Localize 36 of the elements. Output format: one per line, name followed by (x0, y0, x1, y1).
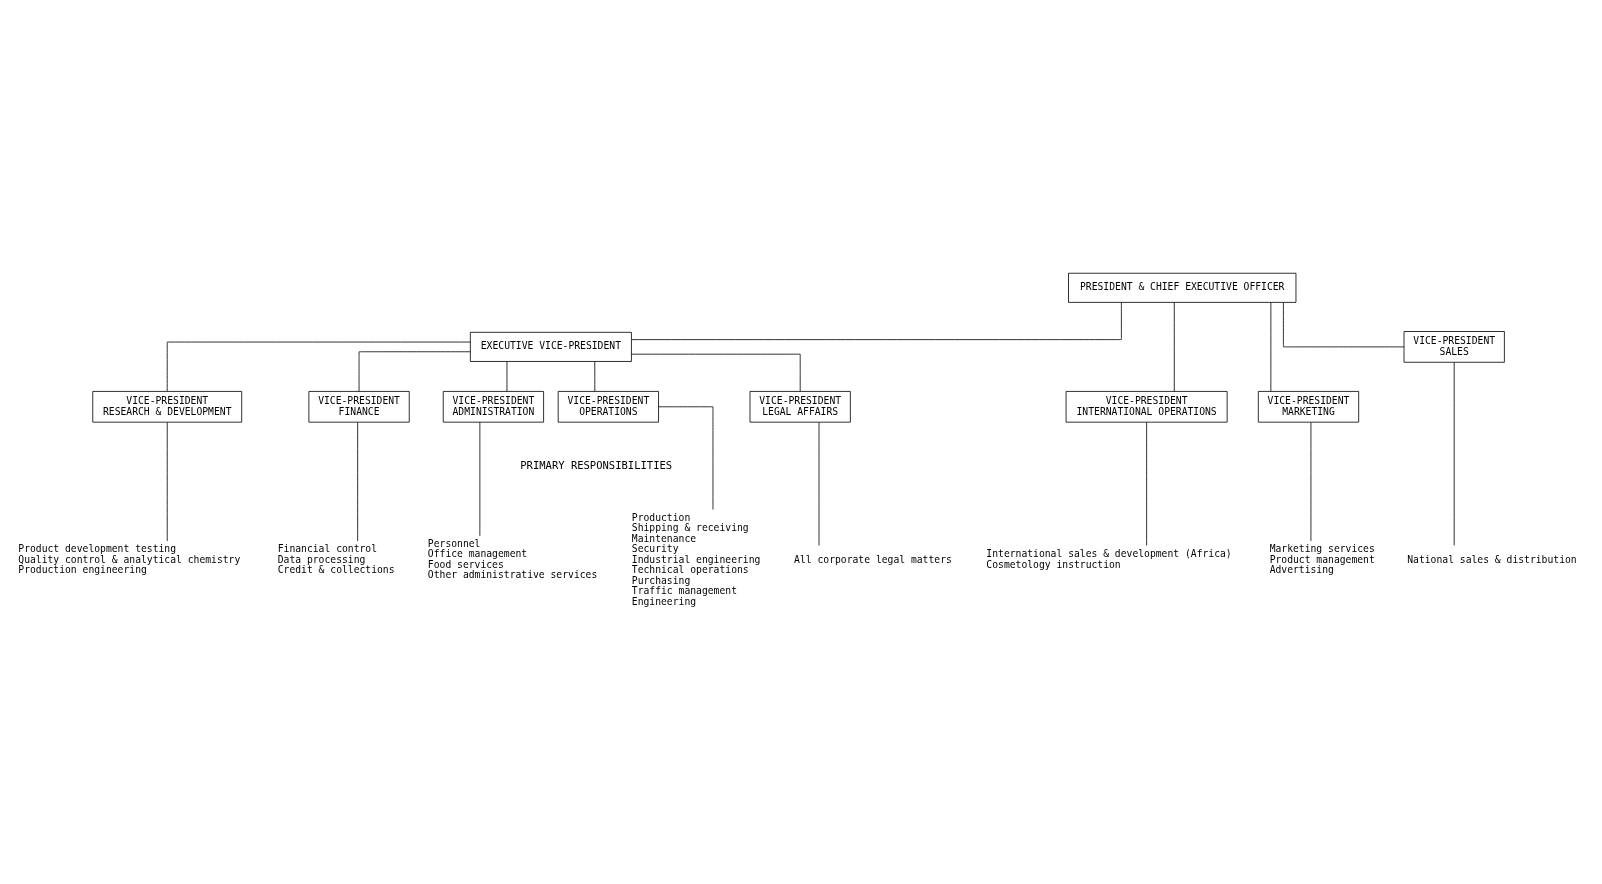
connector (1173, 302, 1175, 392)
node-text: International sales & development (Africa) Cosmetology instruction (986, 548, 1232, 570)
connector (357, 421, 359, 542)
node-text: Personnel Office management Food services Other administrative services (427, 537, 598, 581)
connector (1453, 362, 1455, 546)
connector (631, 353, 801, 392)
node-box: VICE-PRESIDENT INTERNATIONAL OPERATIONS (1065, 391, 1228, 423)
connector (818, 421, 820, 546)
node-box: VICE-PRESIDENT LEGAL AFFAIRS (749, 391, 851, 423)
node-text: Financial control Data processing Credit & collections (277, 543, 395, 576)
node-box: VICE-PRESIDENT FINANCE (308, 391, 410, 423)
node-text: Product development testing Quality control & analytical chemistry Production engineering (18, 543, 241, 576)
connector (166, 341, 471, 392)
connector (506, 361, 508, 392)
connector (658, 406, 714, 510)
node-box: VICE-PRESIDENT OPERATIONS (557, 391, 659, 423)
connector (1283, 302, 1405, 348)
node-text: All corporate legal matters (794, 553, 952, 565)
node-text: Marketing services Product management Advertising (1269, 543, 1375, 576)
connector (1310, 421, 1312, 542)
node-box: VICE-PRESIDENT ADMINISTRATION (442, 391, 544, 423)
connector (594, 361, 596, 392)
node-text: Production Shipping & receiving Maintenance Security Industrial engineering Technical operations Purchasing Traffic management Engineering (631, 511, 761, 607)
node-box: EXECUTIVE VICE-PRESIDENT (469, 331, 632, 362)
node-box: PRESIDENT & CHIEF EXECUTIVE OFFICER (1068, 272, 1297, 303)
connector (479, 421, 481, 537)
node-box: VICE-PRESIDENT MARKETING (1257, 391, 1360, 423)
connector (358, 351, 471, 392)
connector (1146, 421, 1148, 546)
connector (1270, 302, 1272, 392)
node-box: VICE-PRESIDENT RESEARCH & DEVELOPMENT (92, 391, 243, 423)
connector (631, 302, 1122, 340)
label: PRIMARY RESPONSIBILITIES (520, 458, 673, 471)
node-text: National sales & distribution (1407, 553, 1577, 565)
connector (166, 421, 168, 542)
node-box: VICE-PRESIDENT SALES (1403, 331, 1505, 363)
